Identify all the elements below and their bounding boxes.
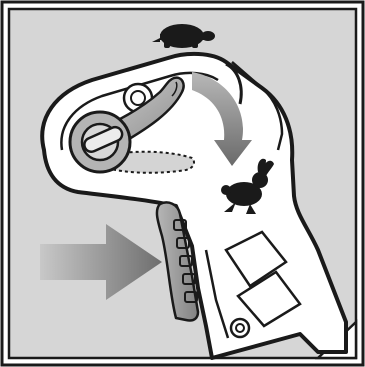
lever-hub bbox=[70, 112, 130, 172]
handle-screw bbox=[231, 319, 249, 337]
